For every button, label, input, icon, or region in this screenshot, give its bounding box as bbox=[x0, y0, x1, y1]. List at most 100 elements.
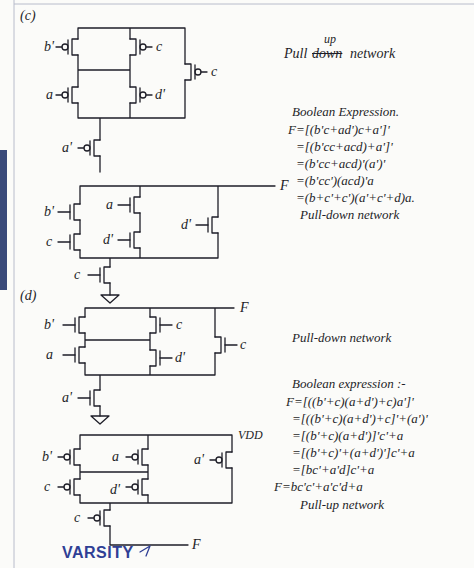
output-label: F bbox=[280, 178, 289, 194]
binding-strip bbox=[0, 150, 7, 290]
gate-label: c bbox=[74, 510, 80, 526]
gate-label: b' bbox=[44, 317, 54, 333]
transistor-channel bbox=[74, 234, 80, 250]
gate-label: c bbox=[46, 234, 52, 250]
gate-label: d' bbox=[110, 482, 120, 498]
gate-label: c bbox=[74, 267, 80, 283]
transistor-channel bbox=[212, 217, 218, 233]
equation: =[bc'+a'd]c'+a bbox=[292, 462, 374, 478]
transistor-channel bbox=[72, 87, 78, 103]
transistor-channel bbox=[226, 452, 232, 468]
equation: =(b'cc')(acd)'a bbox=[296, 173, 374, 189]
output-label: F bbox=[240, 300, 249, 316]
gate-wire bbox=[63, 354, 75, 355]
transistor-channel bbox=[94, 140, 100, 156]
heading-text: Boolean expression :- bbox=[292, 376, 406, 392]
gate-label: c bbox=[176, 317, 182, 333]
pmos-bubble bbox=[64, 454, 70, 460]
transistor-channel bbox=[185, 64, 191, 80]
gate-label: a bbox=[46, 347, 53, 363]
equation: F=bc'c'+a'c'd+a bbox=[274, 479, 363, 495]
gate-wire bbox=[146, 94, 152, 95]
heading-text: Boolean Expression. bbox=[292, 104, 399, 120]
heading-text: Pull bbox=[284, 46, 307, 62]
gate-label: c bbox=[44, 479, 50, 495]
ground-symbol bbox=[91, 416, 109, 424]
gate-wire bbox=[58, 211, 70, 212]
gate-label: a' bbox=[62, 140, 72, 156]
gate-label: a bbox=[112, 449, 119, 465]
transistor-channel bbox=[94, 390, 100, 406]
transistor-channel bbox=[142, 449, 148, 465]
transistor-channel bbox=[130, 39, 136, 55]
transistor-channel bbox=[104, 510, 110, 526]
page-margin bbox=[14, 0, 474, 568]
gate-label: d' bbox=[103, 232, 113, 248]
pmos-bubble bbox=[132, 484, 138, 490]
equation: F=[((b'+c)(a+d')+c)a']' bbox=[286, 394, 414, 410]
part-label: (c) bbox=[20, 8, 36, 24]
transistor-channel bbox=[134, 232, 140, 248]
gate-label: c bbox=[156, 39, 162, 55]
transistor-channel bbox=[134, 197, 140, 213]
gate-wire bbox=[118, 239, 130, 240]
transistor-channel bbox=[142, 479, 148, 495]
gate-wire bbox=[210, 459, 216, 460]
pmos-bubble bbox=[132, 454, 138, 460]
wire bbox=[85, 308, 234, 416]
transistor-channel bbox=[150, 317, 156, 333]
equation: =[(b'+c)(a+d')]'c'+a bbox=[292, 428, 403, 444]
gate-wire bbox=[56, 46, 62, 47]
pmos-bubble bbox=[140, 92, 146, 98]
supply-label: VDD bbox=[238, 427, 263, 443]
transistor-channel bbox=[72, 39, 78, 55]
output-label: F bbox=[192, 537, 201, 553]
gate-wire bbox=[160, 324, 172, 325]
gate-wire bbox=[146, 46, 152, 47]
gate-label: d' bbox=[181, 217, 191, 233]
pmos-bubble bbox=[62, 92, 68, 98]
gate-wire bbox=[88, 274, 100, 275]
gate-wire bbox=[58, 486, 64, 487]
gate-label: c bbox=[211, 64, 217, 80]
transistor-channel bbox=[74, 479, 80, 495]
gate-wire bbox=[160, 357, 172, 358]
pmos-bubble bbox=[94, 515, 100, 521]
transistor-channel bbox=[79, 317, 85, 333]
wire bbox=[78, 28, 185, 172]
pmos-bubble bbox=[195, 69, 201, 75]
gate-label: c bbox=[240, 337, 246, 353]
heading-text: Pull-up network bbox=[300, 497, 384, 513]
transistor-channel bbox=[150, 350, 156, 366]
wire bbox=[80, 435, 232, 545]
gate-wire bbox=[63, 324, 75, 325]
transistor-channel bbox=[79, 347, 85, 363]
gate-wire bbox=[126, 456, 132, 457]
equation: =(b'cc+acd)'(a')' bbox=[296, 156, 385, 172]
gate-label: b' bbox=[44, 39, 54, 55]
gate-wire bbox=[118, 204, 130, 205]
gate-wire bbox=[126, 486, 132, 487]
ground-symbol bbox=[101, 295, 119, 303]
gate-wire bbox=[196, 224, 208, 225]
gate-label: b' bbox=[44, 204, 54, 220]
equation: =[((b'+c)(a+d')+c]'+(a')' bbox=[292, 411, 428, 427]
heading-text: network bbox=[350, 46, 395, 62]
gate-wire bbox=[58, 241, 70, 242]
gate-label: a bbox=[46, 87, 53, 103]
transistor-channel bbox=[104, 267, 110, 283]
gate-wire bbox=[201, 71, 207, 72]
logo-mark bbox=[140, 546, 150, 556]
struck-text: down bbox=[312, 46, 342, 62]
gate-label: a' bbox=[62, 390, 72, 406]
gate-wire bbox=[88, 517, 94, 518]
pmos-bubble bbox=[216, 457, 222, 463]
pmos-bubble bbox=[62, 44, 68, 50]
gate-wire bbox=[78, 147, 84, 148]
part-label: (d) bbox=[20, 288, 36, 304]
gate-wire bbox=[58, 456, 64, 457]
heading-text: Pull-down network bbox=[300, 207, 399, 223]
gate-label: a' bbox=[194, 452, 204, 468]
transistor-channel bbox=[130, 87, 136, 103]
